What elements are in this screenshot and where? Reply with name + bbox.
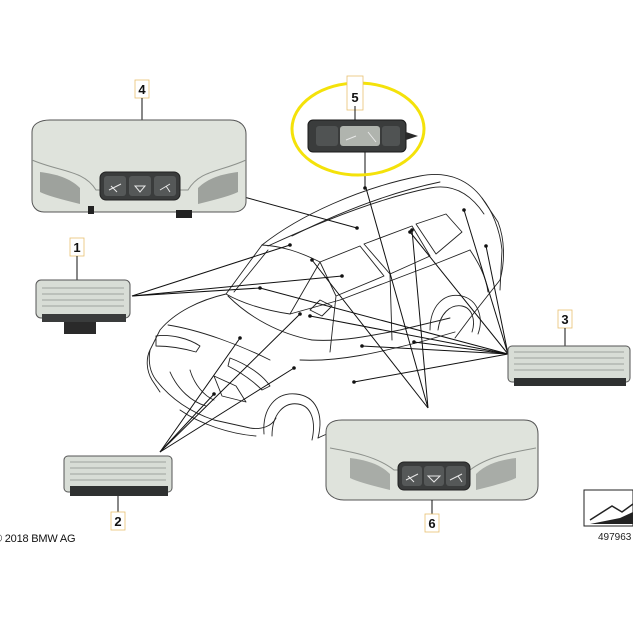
copyright-text: © 2018 BMW AG	[0, 533, 75, 545]
part-4-roof-console[interactable]: 4	[31, 79, 247, 218]
part-3-interior-light[interactable]: 3	[507, 309, 631, 386]
part-number-3: 3	[561, 312, 568, 327]
leader-dots	[212, 186, 488, 396]
interior-light-icon	[405, 473, 463, 483]
part-number-5: 5	[351, 90, 358, 105]
part-1-interior-light[interactable]: 1	[35, 237, 131, 334]
car-outline	[146, 174, 504, 441]
part-6-roof-console[interactable]: 6	[325, 419, 539, 533]
reading-light-icon	[108, 183, 171, 193]
part-2-interior-light[interactable]: 2	[63, 455, 173, 531]
part-number-4: 4	[138, 82, 146, 97]
part-number-1: 1	[73, 240, 80, 255]
leader-lines	[131, 148, 509, 453]
diagram-id: 497963	[598, 532, 632, 543]
corner-logo-icon	[583, 489, 633, 527]
part-5-switch-module[interactable]: 5	[290, 75, 426, 177]
part-number-2: 2	[114, 514, 121, 529]
part-number-6: 6	[428, 516, 435, 531]
